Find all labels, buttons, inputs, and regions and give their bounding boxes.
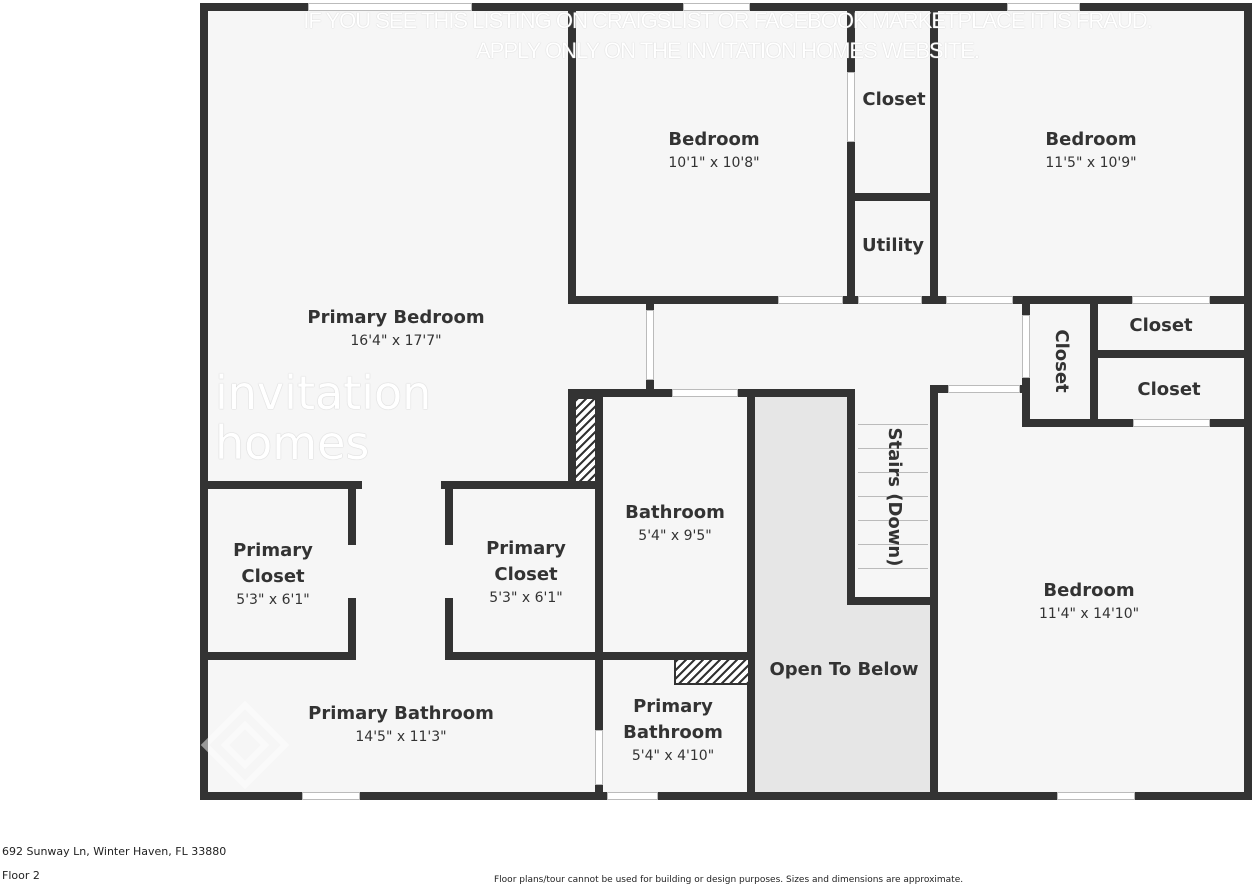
- room-name: Primary Bathroom: [623, 696, 723, 743]
- room-dims: 11'4" x 14'10": [1038, 606, 1140, 622]
- room-name: Bedroom: [1045, 129, 1137, 150]
- room-bathroom: Bathroom 5'4" x 9'5": [625, 500, 725, 546]
- room-utility: Utility: [862, 233, 924, 259]
- room-dims: 14'5" x 11'3": [355, 729, 447, 745]
- room-dims: 5'3" x 6'1": [236, 592, 310, 608]
- room-closet: Closet: [1129, 313, 1192, 339]
- room-name: Closet: [1137, 379, 1201, 400]
- room-bedroom-2: Bedroom 11'5" x 10'9": [1045, 127, 1136, 173]
- address: 692 Sunway Ln, Winter Haven, FL 33880: [2, 845, 227, 858]
- hatched-shaft: [674, 658, 750, 685]
- room-primary-closet: Primary Closet 5'3" x 6'1": [471, 536, 581, 608]
- room-bedroom-1: Bedroom 10'1" x 10'8": [668, 127, 759, 173]
- room-name: Closet: [1051, 329, 1072, 393]
- room-dims: 5'4" x 9'5": [638, 528, 712, 544]
- room-name: Bathroom: [625, 502, 725, 523]
- room-name: Primary Bathroom: [308, 703, 494, 724]
- room-dims: 16'4" x 17'7": [350, 333, 442, 349]
- room-closet: Closet: [1137, 377, 1200, 403]
- room-primary-bathroom-small: Primary Bathroom 5'4" x 4'10": [603, 694, 743, 766]
- invitation-homes-logo-icon: [200, 700, 290, 790]
- room-name: Closet: [1129, 315, 1193, 336]
- hatched-shaft: [574, 397, 597, 483]
- room-stairs: Stairs (Down): [881, 428, 907, 567]
- room-name: Open To Below: [769, 659, 919, 680]
- watermark-line: IF YOU SEE THIS LISTING ON CRAIGSLIST OR…: [303, 8, 1153, 33]
- room-name: Primary Closet: [486, 538, 566, 585]
- room-primary-bathroom: Primary Bathroom 14'5" x 11'3": [308, 701, 494, 747]
- disclaimer: Floor plans/tour cannot be used for buil…: [494, 875, 964, 885]
- floor-label: Floor 2: [2, 869, 40, 882]
- room-bedroom-3: Bedroom 11'4" x 14'10": [1039, 578, 1139, 624]
- room-closet: Closet: [1048, 329, 1074, 392]
- fraud-watermark: IF YOU SEE THIS LISTING ON CRAIGSLIST OR…: [205, 6, 1250, 66]
- room-name: Stairs (Down): [884, 427, 905, 567]
- room-name: Closet: [862, 89, 926, 110]
- open-to-below-area: [847, 605, 930, 792]
- room-name: Bedroom: [1043, 580, 1135, 601]
- room-name: Primary Closet: [233, 540, 313, 587]
- room-primary-closet: Primary Closet 5'3" x 6'1": [218, 538, 328, 610]
- room-name: Bedroom: [668, 129, 760, 150]
- room-name: Utility: [861, 235, 925, 256]
- room-open-to-below: Open To Below: [769, 657, 918, 683]
- open-to-below-area: [755, 397, 847, 792]
- floor-plan: IF YOU SEE THIS LISTING ON CRAIGSLIST OR…: [200, 3, 1252, 800]
- room-dims: 5'3" x 6'1": [489, 590, 563, 606]
- room-dims: 10'1" x 10'8": [668, 155, 760, 171]
- room-closet: Closet: [862, 87, 925, 113]
- room-primary-bedroom: Primary Bedroom 16'4" x 17'7": [307, 305, 484, 351]
- watermark-line: APPLY ONLY ON THE INVITATION HOMES WEBSI…: [475, 38, 980, 63]
- room-name: Primary Bedroom: [307, 307, 485, 328]
- logo-watermark-text: invitation homes: [215, 366, 432, 470]
- room-dims: 5'4" x 4'10": [631, 748, 715, 764]
- room-dims: 11'5" x 10'9": [1045, 155, 1137, 171]
